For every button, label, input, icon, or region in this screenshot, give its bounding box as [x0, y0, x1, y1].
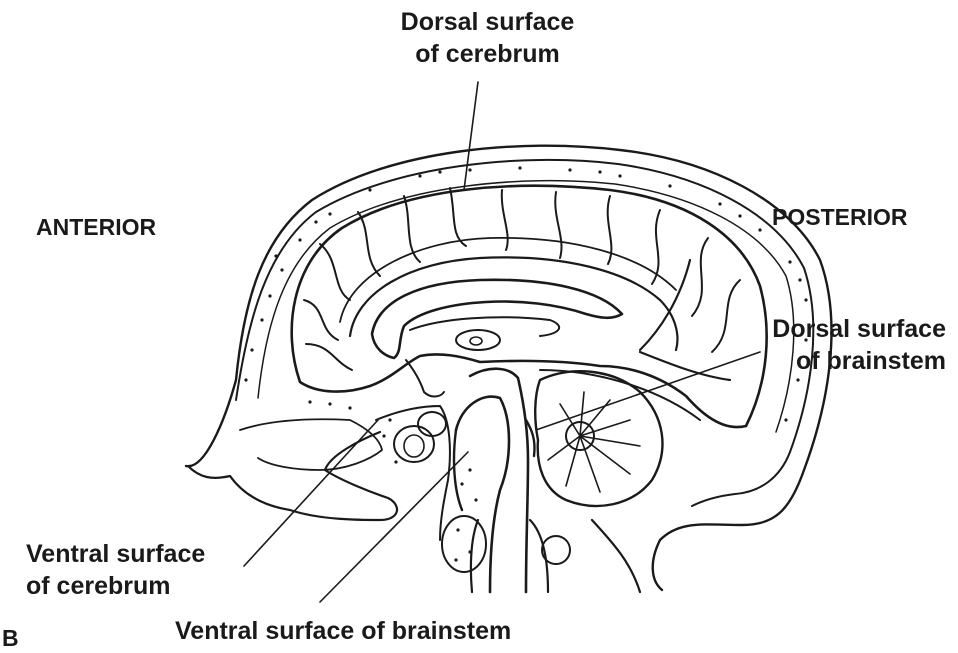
sulcus-1: [320, 244, 350, 300]
neck-posterior: [592, 520, 640, 592]
label-anterior: ANTERIOR: [36, 213, 156, 242]
hypothalamus: [406, 360, 444, 397]
panel-letter: B: [2, 624, 19, 653]
leader-ventral-cerebrum: [244, 420, 378, 566]
sulcus-10: [712, 280, 740, 352]
label-line-1: Dorsal surface: [380, 6, 595, 38]
sulcus-6: [555, 192, 561, 258]
nasal-cavity-outline: [240, 419, 382, 470]
face-profile: [188, 432, 397, 520]
vertebra-1: [442, 516, 486, 572]
pons-anterior: [456, 397, 509, 592]
skull-inner-table: [236, 160, 813, 506]
label-dorsal-surface-brainstem: Dorsal surface of brainstem: [740, 313, 946, 377]
brainstem-front: [454, 430, 462, 510]
tentorium: [540, 370, 700, 420]
label-line-2: of brainstem: [740, 345, 946, 377]
label-line-2: of cerebrum: [26, 570, 205, 602]
sulcus-4: [450, 188, 466, 246]
arbor-vitae: [548, 392, 640, 492]
sulcus-3: [404, 196, 420, 262]
label-line-2: of cerebrum: [380, 38, 595, 70]
interthalamic-adhesion: [470, 337, 482, 345]
leader-dorsal-cerebrum: [464, 82, 478, 190]
thalamus: [456, 330, 500, 350]
sulcus-5: [502, 190, 508, 250]
sulcus-11: [304, 300, 338, 340]
midbrain: [470, 369, 528, 592]
pituitary: [418, 412, 446, 436]
sulcus-12: [306, 344, 352, 370]
label-dorsal-surface-cerebrum: Dorsal surface of cerebrum: [380, 6, 595, 70]
label-line-1: Ventral surface: [26, 538, 205, 570]
label-line-1: Dorsal surface: [740, 313, 946, 345]
label-ventral-surface-brainstem: Ventral surface of brainstem: [175, 615, 511, 647]
vertebra-2: [542, 536, 570, 564]
cingulate-gyrus: [350, 257, 677, 350]
sulcus-9: [692, 238, 708, 316]
fornix: [410, 317, 559, 336]
sulcus-2: [358, 212, 380, 276]
sinus-inner: [404, 435, 424, 457]
dura-line: [258, 181, 794, 432]
label-posterior: POSTERIOR: [772, 203, 907, 232]
label-ventral-surface-cerebrum: Ventral surface of cerebrum: [26, 538, 205, 602]
